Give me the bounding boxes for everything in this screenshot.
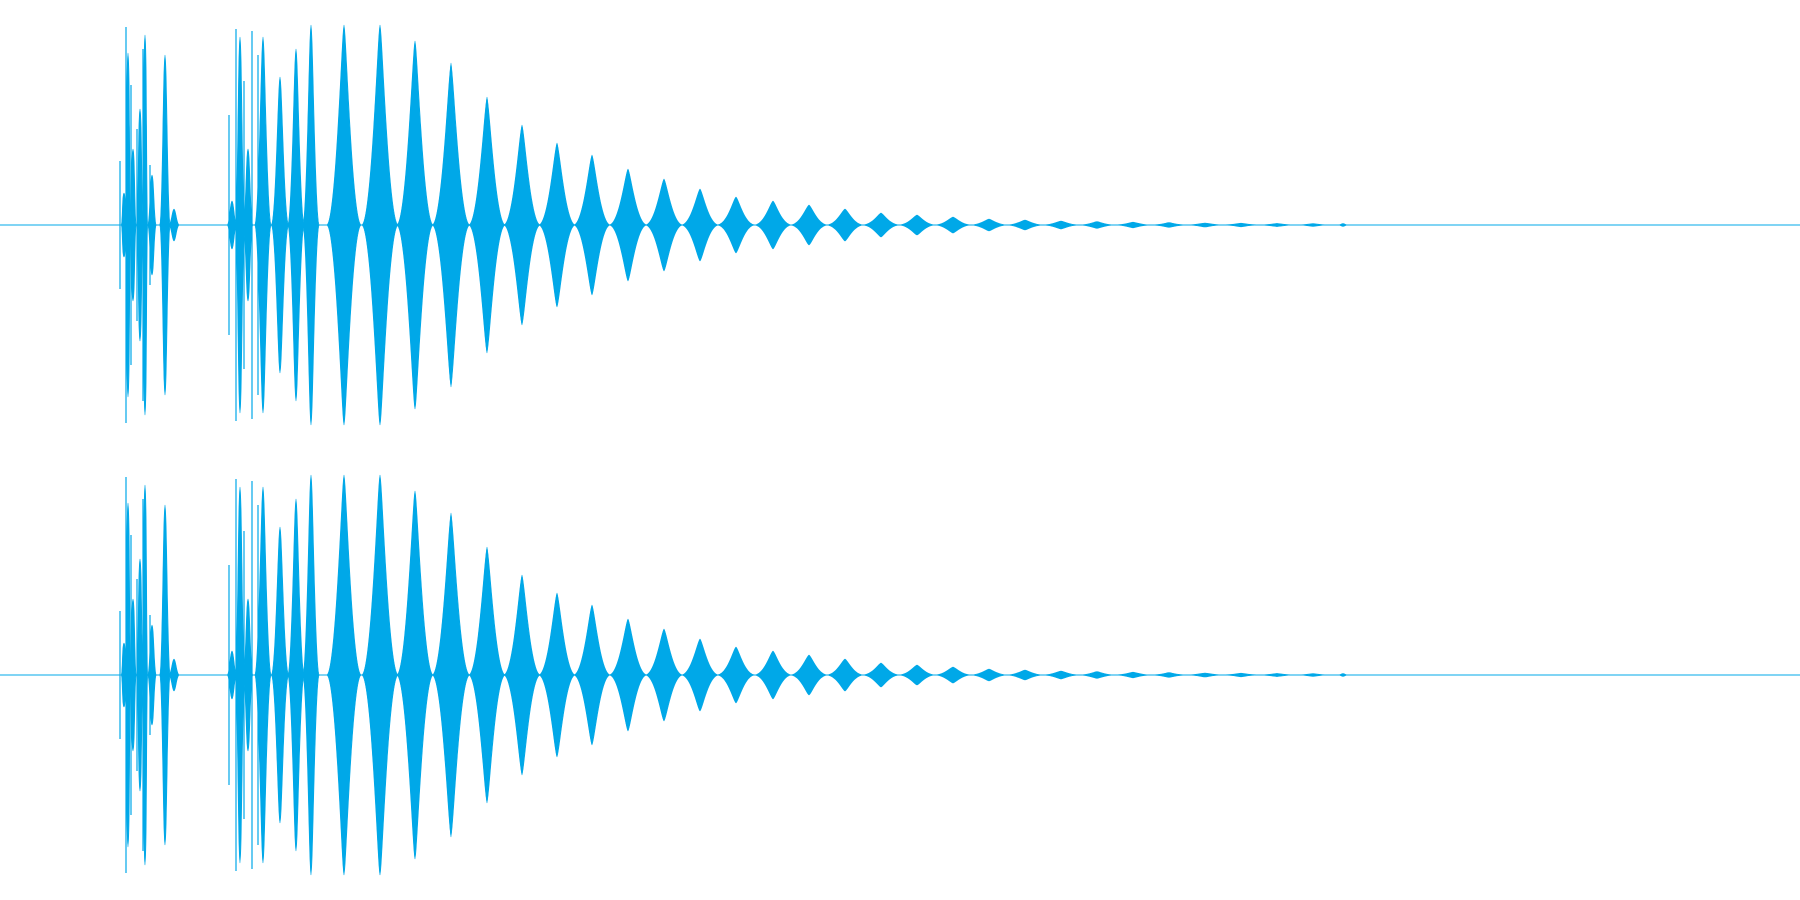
waveform-burst-top [468,96,506,354]
waveform-burst-top [933,216,973,234]
waveform-burst-top [361,24,399,426]
waveform-burst-bottom [468,546,506,804]
waveform-burst-bottom [1337,673,1349,677]
waveform-burst-bottom [1005,669,1045,681]
waveform-burst-top [789,204,829,246]
waveform-burst-bottom [254,486,272,864]
waveform-burst-top [1257,223,1297,227]
waveform-burst-top [242,148,254,302]
waveform-burst-top [573,154,611,296]
waveform-burst-bottom [168,658,180,692]
waveform-burst-top [861,212,901,238]
waveform-burst-bottom [825,658,865,692]
waveform-burst-bottom [1185,672,1225,678]
waveform-burst-bottom [1149,672,1189,678]
waveform-burst-bottom [361,474,399,876]
waveform-burst-bottom [1077,671,1117,679]
channel-top [0,24,1800,426]
waveform-burst-top [270,76,290,374]
waveform-burst-top [1221,222,1261,228]
waveform-burst-bottom [431,512,471,838]
waveform-burst-top [503,124,541,326]
waveform-burst-bottom [242,598,254,752]
waveform-burst-bottom [1113,671,1153,679]
waveform-burst-top [254,36,272,414]
waveform-burst-top [1337,223,1349,227]
waveform-burst-top [969,218,1009,232]
waveform-burst-bottom [716,646,756,704]
waveform-burst-bottom [270,526,290,824]
waveform-burst-bottom [789,654,829,696]
waveform-burst-bottom [861,662,901,688]
waveform-burst-top [538,142,576,308]
waveform-burst-bottom [644,628,684,722]
waveform-burst-top [1005,219,1045,231]
waveform-burst-top [753,200,793,250]
waveform-burst-top [897,214,937,236]
waveform-burst-bottom [969,668,1009,682]
waveform-burst-top [716,196,756,254]
waveform-burst-bottom [1041,670,1081,680]
waveform-burst-bottom [897,664,937,686]
waveform-burst-bottom [287,498,305,852]
waveform-burst-top [1149,222,1189,228]
waveform-burst-top [825,208,865,242]
waveform-burst-bottom [302,474,320,876]
waveform-burst-bottom [396,490,434,860]
waveform-burst-bottom [608,618,648,732]
waveform-burst-top [1296,223,1330,227]
waveform-burst-top [1185,222,1225,228]
waveform-burst-bottom [680,638,720,712]
waveform-burst-bottom [1221,672,1261,678]
waveform-burst-top [287,48,305,402]
waveform-burst-top [326,24,362,426]
waveform-burst-top [680,188,720,262]
waveform-burst-top [1041,220,1081,230]
waveform-burst-top [1113,221,1153,229]
waveform-burst-bottom [1257,673,1297,677]
waveform-burst-bottom [573,604,611,746]
waveform-burst-top [1077,221,1117,229]
waveform-burst-top [168,208,180,242]
waveform-burst-bottom [147,624,157,726]
waveform-burst-top [147,174,157,276]
waveform-burst-top [431,62,471,388]
waveform-burst-bottom [538,592,576,758]
waveform-burst-top [302,24,320,426]
waveform-burst-top [396,40,434,410]
waveform-burst-bottom [753,650,793,700]
waveform-burst-bottom [933,666,973,684]
waveform-burst-bottom [503,574,541,776]
waveform-burst-bottom [326,474,362,876]
waveform-burst-bottom [1296,673,1330,677]
waveform-burst-top [644,178,684,272]
waveform-burst-top [608,168,648,282]
channel-bottom [0,474,1800,876]
